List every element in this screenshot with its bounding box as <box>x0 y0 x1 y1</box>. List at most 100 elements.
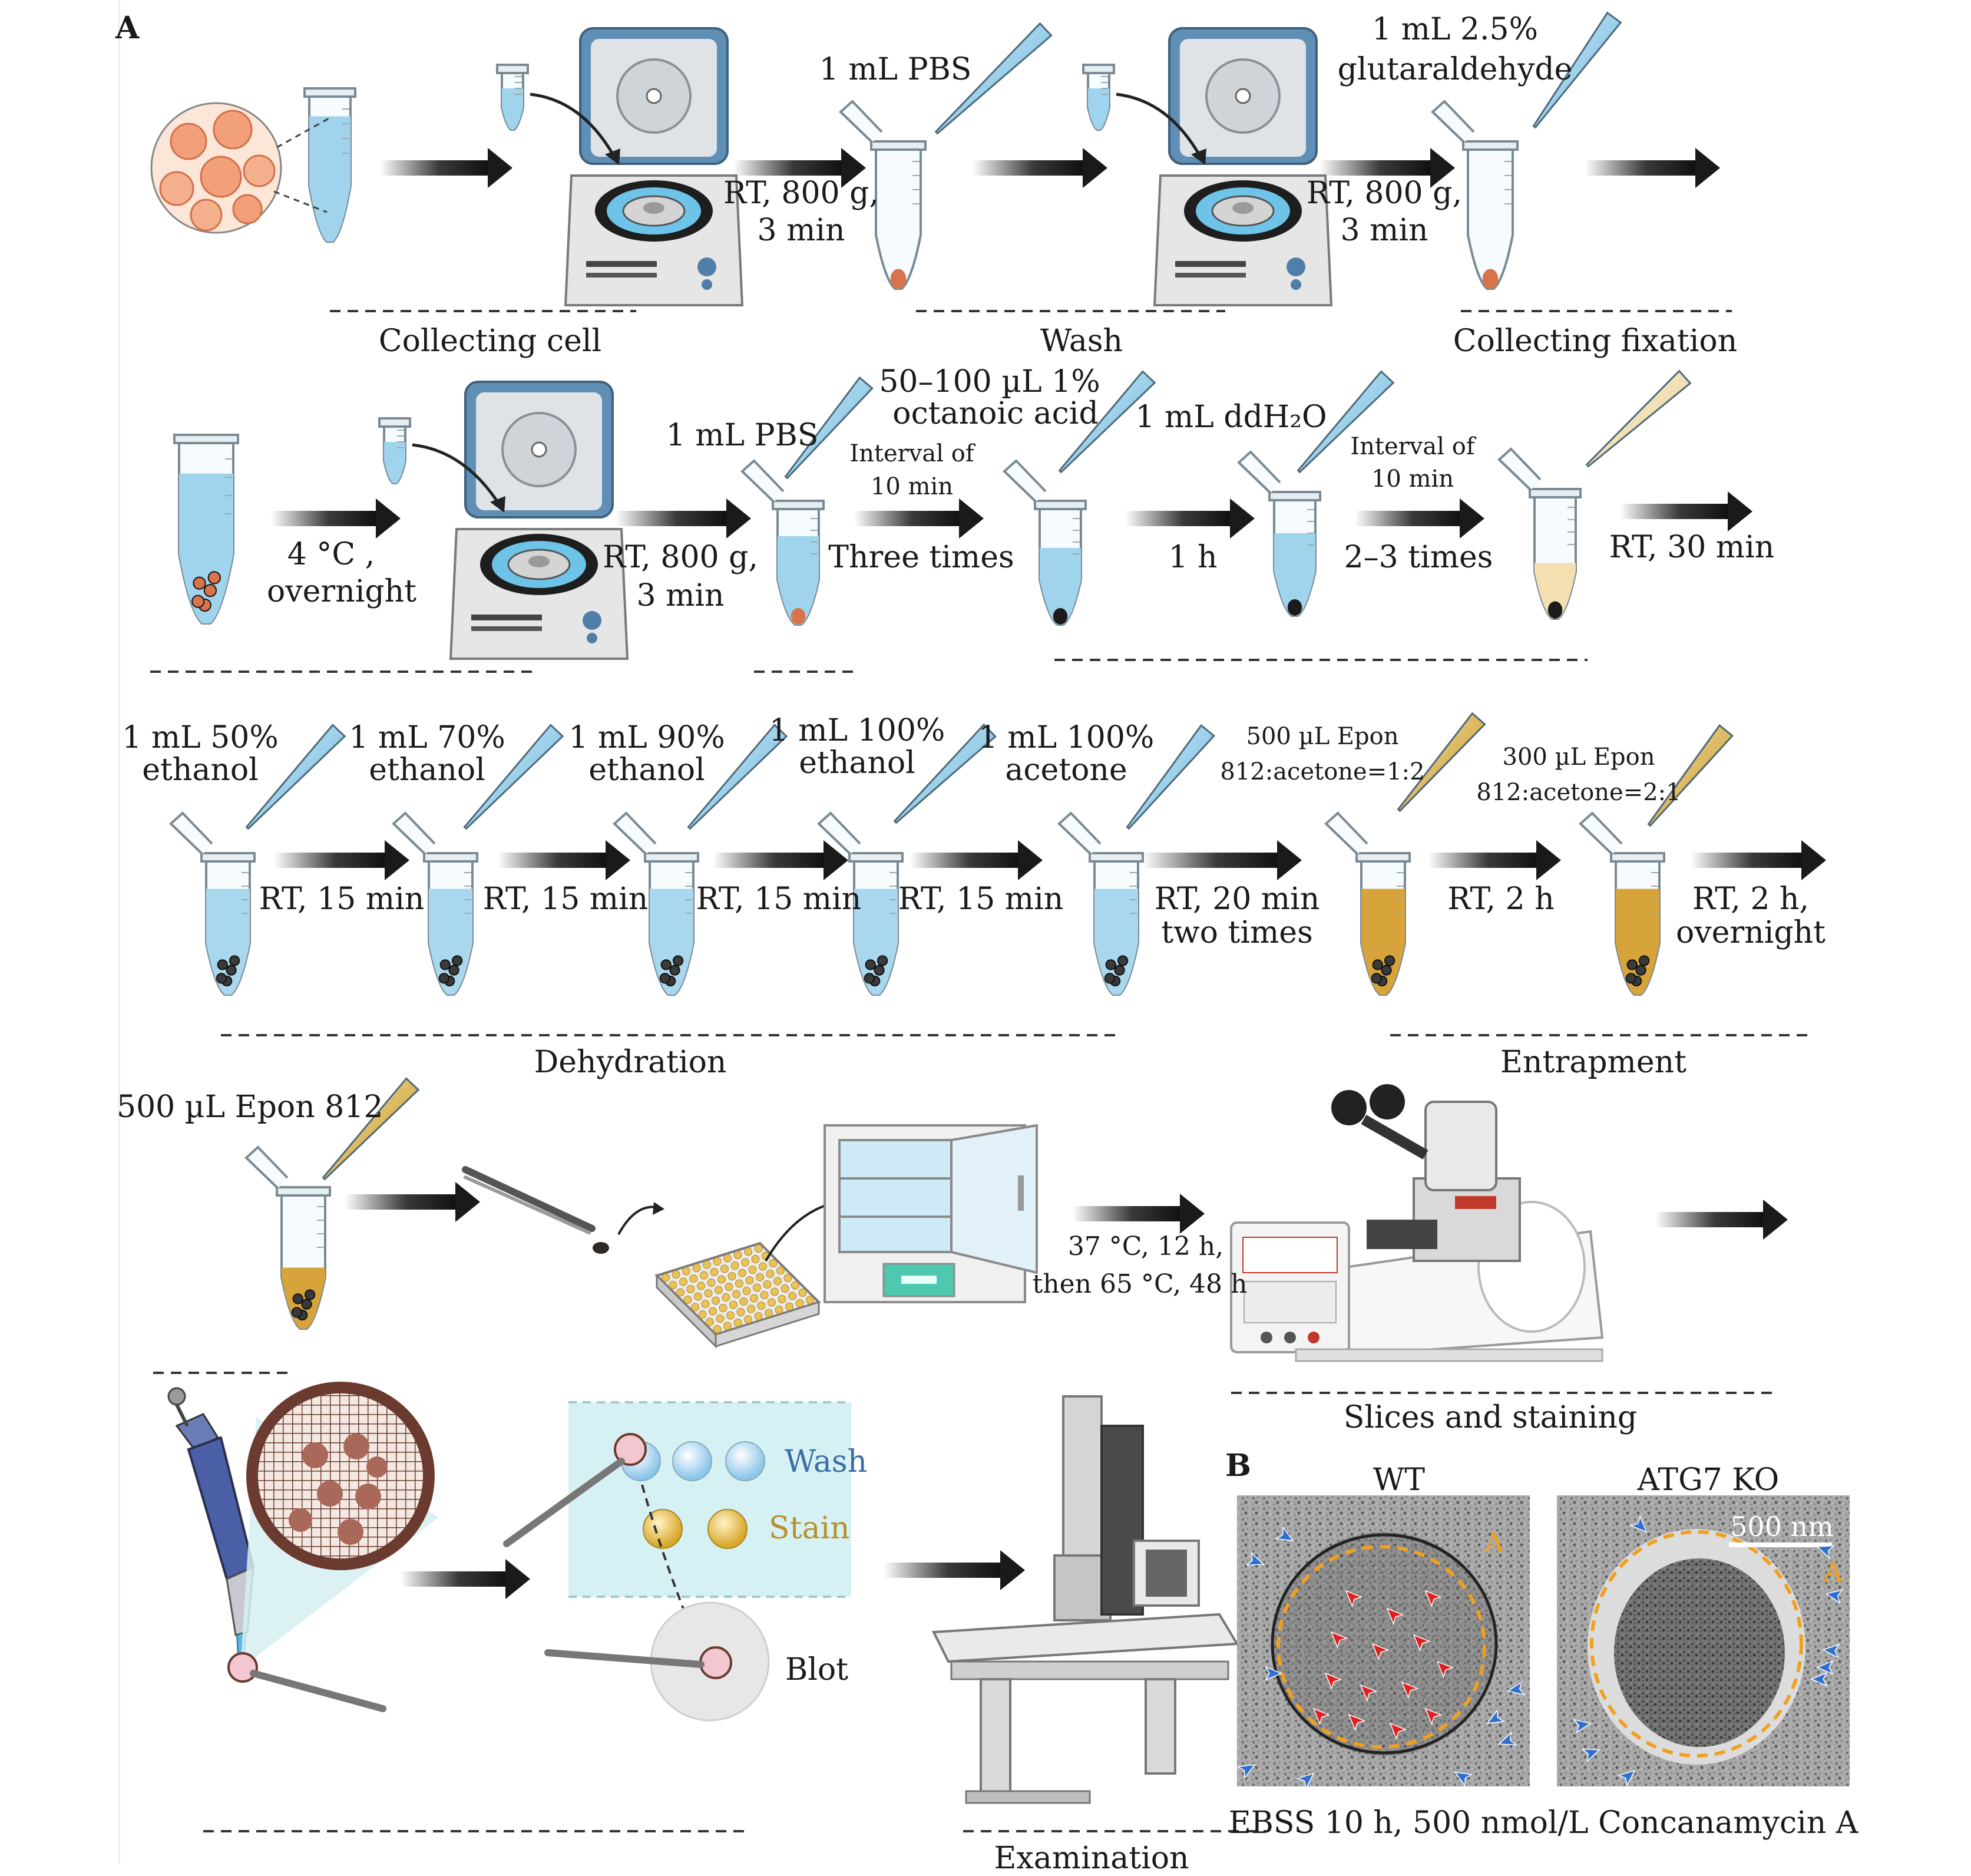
process-arrow <box>1620 491 1752 531</box>
panel-label-b: B <box>1225 1448 1251 1484</box>
em-arrowhead <box>1825 1589 1844 1604</box>
em-arrowhead <box>1424 1707 1443 1726</box>
reagent-label: 1 mL 100% <box>769 713 945 748</box>
reagent-label: 1 mL 90% <box>568 720 725 755</box>
incubation-condition-label: two times <box>1161 915 1313 950</box>
microcentrifuge-tube-icon <box>173 434 239 625</box>
interval2-line1: Interval of <box>1350 433 1475 460</box>
incubation-condition-label: overnight <box>1675 915 1826 950</box>
pipette-tip-icon <box>1297 370 1395 474</box>
row2-pbs-label: 1 mL PBS <box>666 418 819 453</box>
oven-icon <box>824 1124 1038 1303</box>
em-arrowhead <box>1389 1722 1407 1740</box>
microcentrifuge-tube-icon <box>817 811 904 996</box>
em-arrowhead <box>1345 1590 1363 1608</box>
em-arrowhead <box>1617 1769 1636 1787</box>
em-arrowhead <box>1265 1666 1282 1681</box>
row2-cond1-line1: 4 °C , <box>287 537 375 572</box>
process-arrow <box>972 148 1107 188</box>
process-arrow <box>380 148 512 188</box>
transfer-arrow <box>1116 93 1203 160</box>
reagent-label: 812:acetone=2:1 <box>1476 779 1681 806</box>
process-arrow <box>1691 840 1826 880</box>
process-arrows <box>271 148 1826 1599</box>
pipette-tip-icon <box>1058 370 1156 474</box>
ultramicrotome-icon <box>1230 1084 1604 1362</box>
reagent-label: ethanol <box>142 752 259 788</box>
process-arrow <box>345 1182 480 1222</box>
process-arrow <box>1319 148 1455 188</box>
pbs-label: 1 mL PBS <box>819 52 972 87</box>
em-arrowhead <box>1507 1680 1526 1696</box>
pipette-tip-icon <box>463 724 564 830</box>
section-wash: Wash <box>1040 323 1123 359</box>
reagent-label: 1 mL 50% <box>122 720 279 755</box>
wt-a-marker: A <box>1484 1527 1504 1558</box>
incubation-condition-label: RT, 2 h, <box>1692 881 1809 917</box>
process-arrow <box>274 840 409 880</box>
process-arrow <box>1125 498 1255 539</box>
transfer-arrow <box>530 93 617 160</box>
scale-bar-label: 500 nm <box>1730 1511 1834 1543</box>
section-collecting-fixation: Collecting fixation <box>1453 323 1738 359</box>
section-slices-staining: Slices and staining <box>1343 1400 1638 1435</box>
process-arrow <box>401 1559 530 1599</box>
em-arrowhead <box>1324 1672 1342 1690</box>
wash-label: Wash <box>785 1444 868 1479</box>
oven-condition-line1: 37 °C, 12 h, <box>1067 1231 1224 1261</box>
pipette-tip-icon <box>1532 11 1622 129</box>
em-arrowhead <box>1413 1634 1431 1652</box>
section-examination: Examination <box>994 1841 1189 1876</box>
section-dividers <box>150 310 1808 1832</box>
two-three-times-label: 2–3 times <box>1344 540 1493 575</box>
microcentrifuge-tube-icon <box>1579 811 1665 996</box>
octanoic-line2: octanoic acid <box>892 396 1099 431</box>
process-arrow <box>910 840 1043 880</box>
em-arrowhead <box>1816 1545 1836 1560</box>
incubation-condition-label: RT, 15 min <box>259 881 425 917</box>
em-arrowhead <box>1245 1551 1265 1566</box>
microcentrifuge-tube-icon <box>378 417 411 484</box>
atg7-ko-label: ATG7 KO <box>1637 1462 1780 1498</box>
reagent-label: 812:acetone=1:2 <box>1220 758 1425 785</box>
microcentrifuge-tube-icon <box>839 100 927 290</box>
em-arrowhead <box>1296 1772 1315 1790</box>
cell-magnifier-icon <box>150 102 330 234</box>
em-arrowheads <box>1236 1515 1844 1790</box>
row2-cond2-line2: 3 min <box>636 578 725 613</box>
pipette-tips <box>245 11 1734 1181</box>
three-times-label: Three times <box>828 540 1014 575</box>
microcentrifuge-tube-icon <box>613 811 699 996</box>
section-dehydration: Dehydration <box>534 1045 727 1080</box>
microcentrifuge-tube-icon <box>1082 64 1115 131</box>
reagent-label: ethanol <box>588 752 705 788</box>
centrifuge-icons <box>412 27 1333 660</box>
process-arrow <box>616 498 751 539</box>
incubation-condition-label: RT, 15 min <box>482 881 649 917</box>
em-image-atg7-ko <box>1557 1495 1850 1786</box>
em-arrowhead <box>1371 1643 1390 1661</box>
process-arrow <box>271 498 401 539</box>
wt-label: WT <box>1373 1462 1426 1498</box>
pipette-tip-icon <box>1585 369 1692 468</box>
process-arrow <box>713 840 848 880</box>
panel-label-a: A <box>115 10 140 46</box>
process-arrow <box>1072 1194 1205 1234</box>
reagent-label: ethanol <box>369 752 485 788</box>
process-arrow <box>498 840 630 880</box>
process-arrow <box>1655 1200 1788 1240</box>
glutaraldehyde-line2: glutaraldehyde <box>1337 52 1573 87</box>
em-arrowhead <box>1360 1684 1378 1702</box>
one-hour-label: 1 h <box>1168 540 1218 575</box>
em-image-wt <box>1237 1495 1530 1786</box>
em-arrowhead <box>1573 1719 1592 1734</box>
reagent-label: 1 mL 70% <box>349 720 505 755</box>
em-arrowhead <box>1436 1660 1454 1679</box>
em-arrowhead <box>1454 1772 1473 1787</box>
section-collecting-cell: Collecting cell <box>378 323 602 359</box>
row2-cond2-line1: RT, 800 g, <box>603 540 758 575</box>
pipette-tip-icon <box>934 22 1053 135</box>
centrifuge-icon <box>564 27 744 306</box>
embedding-plate-icon <box>654 1195 881 1349</box>
transfer-arrow <box>412 443 502 508</box>
